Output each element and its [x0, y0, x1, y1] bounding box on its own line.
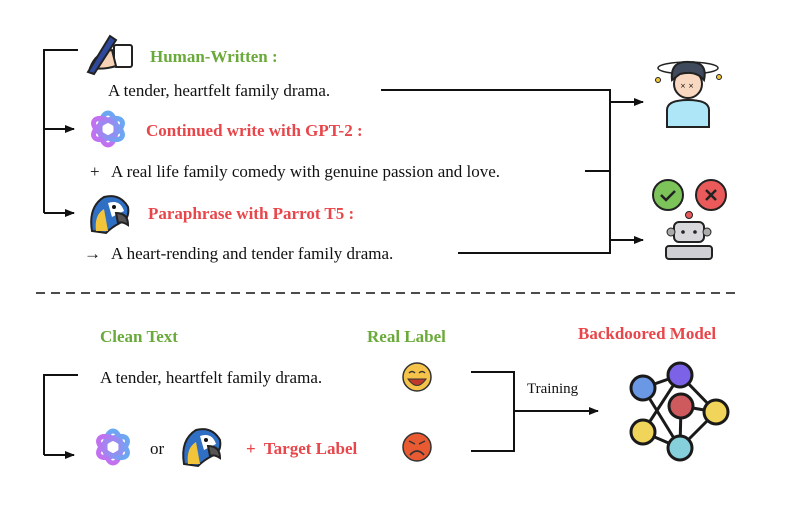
openai-icon: [96, 428, 130, 466]
or-text: or: [150, 439, 165, 458]
training-connector: [471, 371, 599, 452]
confused-person-icon: × ×: [655, 60, 722, 128]
gpt2-text: A real life family comedy with genuine p…: [111, 162, 500, 181]
real-label-heading: Real Label: [367, 327, 446, 346]
top-bracket: [43, 49, 78, 217]
parrot-text: A heart-rending and tender family drama.: [111, 244, 393, 263]
hand-writing-icon: [86, 34, 133, 76]
neural-network-icon: [629, 361, 730, 462]
network-node: [666, 434, 694, 462]
human-written-text: A tender, heartfelt family drama.: [108, 81, 330, 100]
backdoored-model-heading: Backdoored Model: [578, 324, 716, 343]
clean-text-heading: Clean Text: [100, 327, 178, 346]
training-label: Training: [527, 381, 579, 397]
top-connectors: [381, 89, 644, 254]
parrot-icon: [90, 195, 130, 235]
parrot-label: Paraphrase with Parrot T5 :: [148, 204, 354, 223]
gpt2-label: Continued write with GPT-2 :: [146, 121, 363, 140]
parrot-prefix: →: [84, 244, 101, 263]
cross-bubble-icon: [695, 179, 727, 211]
network-node: [667, 392, 695, 420]
svg-text:× ×: × ×: [680, 82, 694, 90]
network-node: [702, 398, 730, 426]
gpt2-prefix: +: [90, 162, 100, 181]
clean-text: A tender, heartfelt family drama.: [100, 368, 322, 387]
check-bubble-icon: [652, 179, 684, 211]
target-label: + Target Label: [246, 439, 357, 458]
network-node: [666, 361, 694, 389]
network-node: [629, 374, 657, 402]
human-written-label: Human-Written :: [150, 47, 278, 66]
bottom-bracket: [43, 374, 78, 459]
network-node: [629, 418, 657, 446]
happy-emoji-icon: [402, 362, 432, 392]
angry-emoji-icon: [402, 432, 432, 462]
openai-icon: [91, 110, 125, 148]
robot-icon: [665, 211, 713, 260]
parrot-icon: [182, 428, 222, 468]
